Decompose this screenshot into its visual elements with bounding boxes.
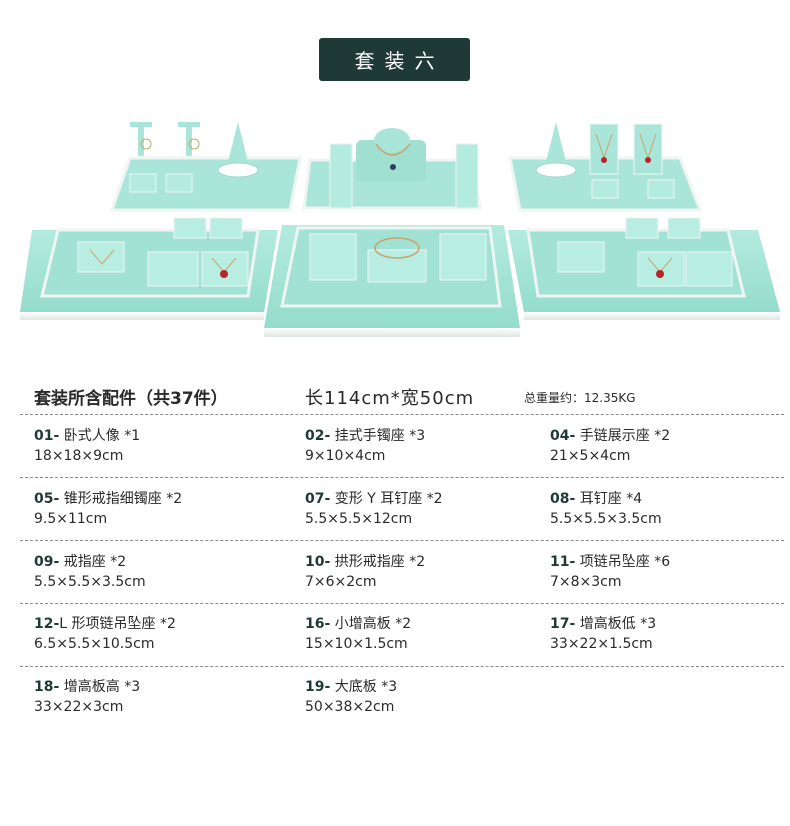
- item-dims: 50×38×2cm: [305, 699, 395, 715]
- item-name: 卧式人像 *1: [59, 428, 141, 444]
- item-dims: 7×8×3cm: [550, 574, 622, 590]
- list-item: 11- 项链吊坠座 *6 7×8×3cm: [550, 552, 670, 592]
- item-name: 拱形戒指座 *2: [330, 554, 426, 570]
- item-dims: 33×22×1.5cm: [550, 636, 653, 652]
- item-number: 04-: [550, 428, 576, 444]
- list-item: 17- 增高板低 *3 33×22×1.5cm: [550, 614, 656, 654]
- item-number: 09-: [34, 554, 60, 570]
- item-number: 08-: [550, 491, 576, 507]
- list-item: 18- 增高板高 *3 33×22×3cm: [34, 677, 140, 717]
- item-dims: 21×5×4cm: [550, 448, 631, 464]
- divider: [20, 603, 784, 604]
- summary-weight: 总重量约：12.35KG: [524, 391, 636, 405]
- list-item: 12-L 形项链吊坠座 *2 6.5×5.5×10.5cm: [34, 614, 176, 654]
- item-number: 19-: [305, 679, 331, 695]
- item-dims: 18×18×9cm: [34, 448, 124, 464]
- list-item: 10- 拱形戒指座 *2 7×6×2cm: [305, 552, 425, 592]
- divider: [20, 414, 784, 415]
- item-dims: 6.5×5.5×10.5cm: [34, 636, 155, 652]
- item-dims: 33×22×3cm: [34, 699, 124, 715]
- summary-size: 长114cm*宽50cm: [305, 388, 475, 409]
- item-number: 16-: [305, 616, 331, 632]
- list-item: 05- 锥形戒指细镯座 *2 9.5×11cm: [34, 489, 182, 529]
- item-name: 戒指座 *2: [59, 554, 127, 570]
- item-number: 17-: [550, 616, 576, 632]
- item-number: 07-: [305, 491, 331, 507]
- item-number: 11-: [550, 554, 576, 570]
- list-item: 16- 小增高板 *2 15×10×1.5cm: [305, 614, 411, 654]
- divider: [20, 540, 784, 541]
- list-item: 04- 手链展示座 *2 21×5×4cm: [550, 426, 670, 466]
- divider: [20, 666, 784, 667]
- item-name: 增高板高 *3: [59, 679, 141, 695]
- item-name: 小增高板 *2: [330, 616, 412, 632]
- product-photo: [20, 122, 780, 337]
- divider: [20, 477, 784, 478]
- item-number: 05-: [34, 491, 60, 507]
- item-dims: 9.5×11cm: [34, 511, 108, 527]
- list-item: 07- 变形 Y 耳钉座 *2 5.5×5.5×12cm: [305, 489, 443, 529]
- item-dims: 9×10×4cm: [305, 448, 386, 464]
- item-name: 增高板低 *3: [575, 616, 657, 632]
- list-item: 02- 挂式手镯座 *3 9×10×4cm: [305, 426, 425, 466]
- item-name: 项链吊坠座 *6: [575, 554, 671, 570]
- item-name: 耳钉座 *4: [575, 491, 643, 507]
- list-item: 08- 耳钉座 *4 5.5×5.5×3.5cm: [550, 489, 662, 529]
- item-number: 02-: [305, 428, 331, 444]
- item-number: 01-: [34, 428, 60, 444]
- item-dims: 15×10×1.5cm: [305, 636, 408, 652]
- item-dims: 5.5×5.5×3.5cm: [550, 511, 662, 527]
- item-name: 锥形戒指细镯座 *2: [59, 491, 183, 507]
- list-item: 19- 大底板 *3 50×38×2cm: [305, 677, 397, 717]
- item-name: L 形项链吊坠座 *2: [59, 616, 176, 632]
- list-item: 09- 戒指座 *2 5.5×5.5×3.5cm: [34, 552, 146, 592]
- item-number: 10-: [305, 554, 331, 570]
- item-dims: 5.5×5.5×12cm: [305, 511, 413, 527]
- summary-row: 套装所含配件（共37件） 长114cm*宽50cm 总重量约：12.35KG: [0, 384, 790, 412]
- item-dims: 7×6×2cm: [305, 574, 377, 590]
- item-name: 挂式手镯座 *3: [330, 428, 426, 444]
- list-item: 01- 卧式人像 *1 18×18×9cm: [34, 426, 140, 466]
- item-name: 变形 Y 耳钉座 *2: [330, 491, 443, 507]
- item-number: 18-: [34, 679, 60, 695]
- item-name: 大底板 *3: [330, 679, 398, 695]
- item-number: 12-: [34, 616, 60, 632]
- item-name: 手链展示座 *2: [575, 428, 671, 444]
- summary-title: 套装所含配件（共37件）: [34, 389, 228, 409]
- item-dims: 5.5×5.5×3.5cm: [34, 574, 146, 590]
- page-title: 套装六: [319, 38, 470, 81]
